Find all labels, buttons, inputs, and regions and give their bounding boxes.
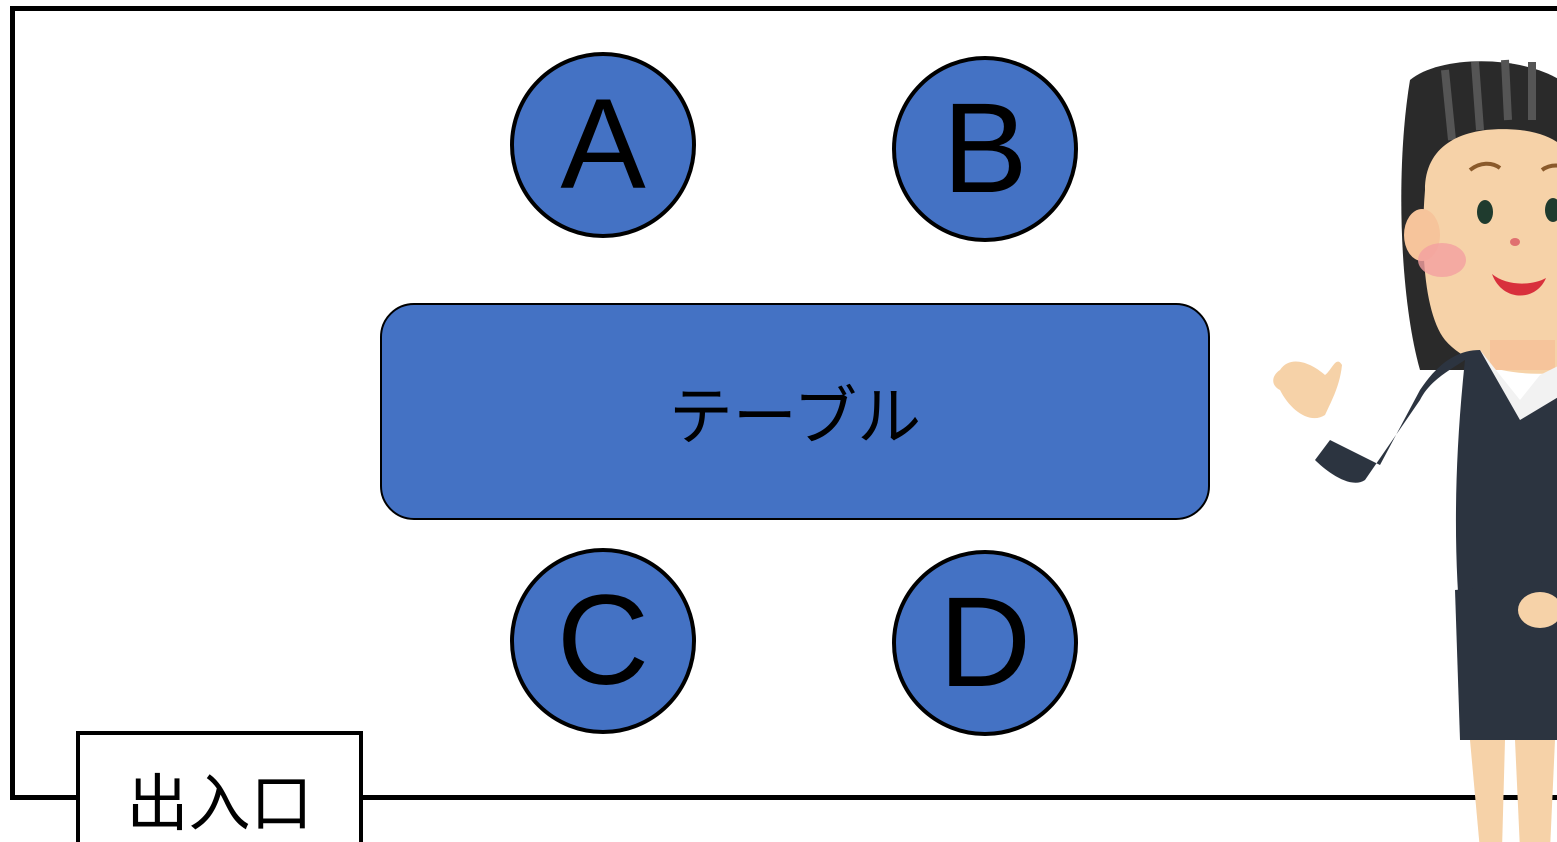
table-label: テーブル xyxy=(668,380,922,455)
seat-d: D xyxy=(892,550,1078,736)
entrance-label: 出入口 xyxy=(126,767,313,840)
businesswoman-guide-icon xyxy=(1273,59,1557,842)
seat-b: B xyxy=(892,56,1078,242)
entrance-label-box: 出入口 xyxy=(76,731,363,842)
seat-a: A xyxy=(510,52,696,238)
seat-c: C xyxy=(510,548,696,734)
room-outline xyxy=(10,6,1557,800)
table: テーブル xyxy=(380,303,1210,520)
